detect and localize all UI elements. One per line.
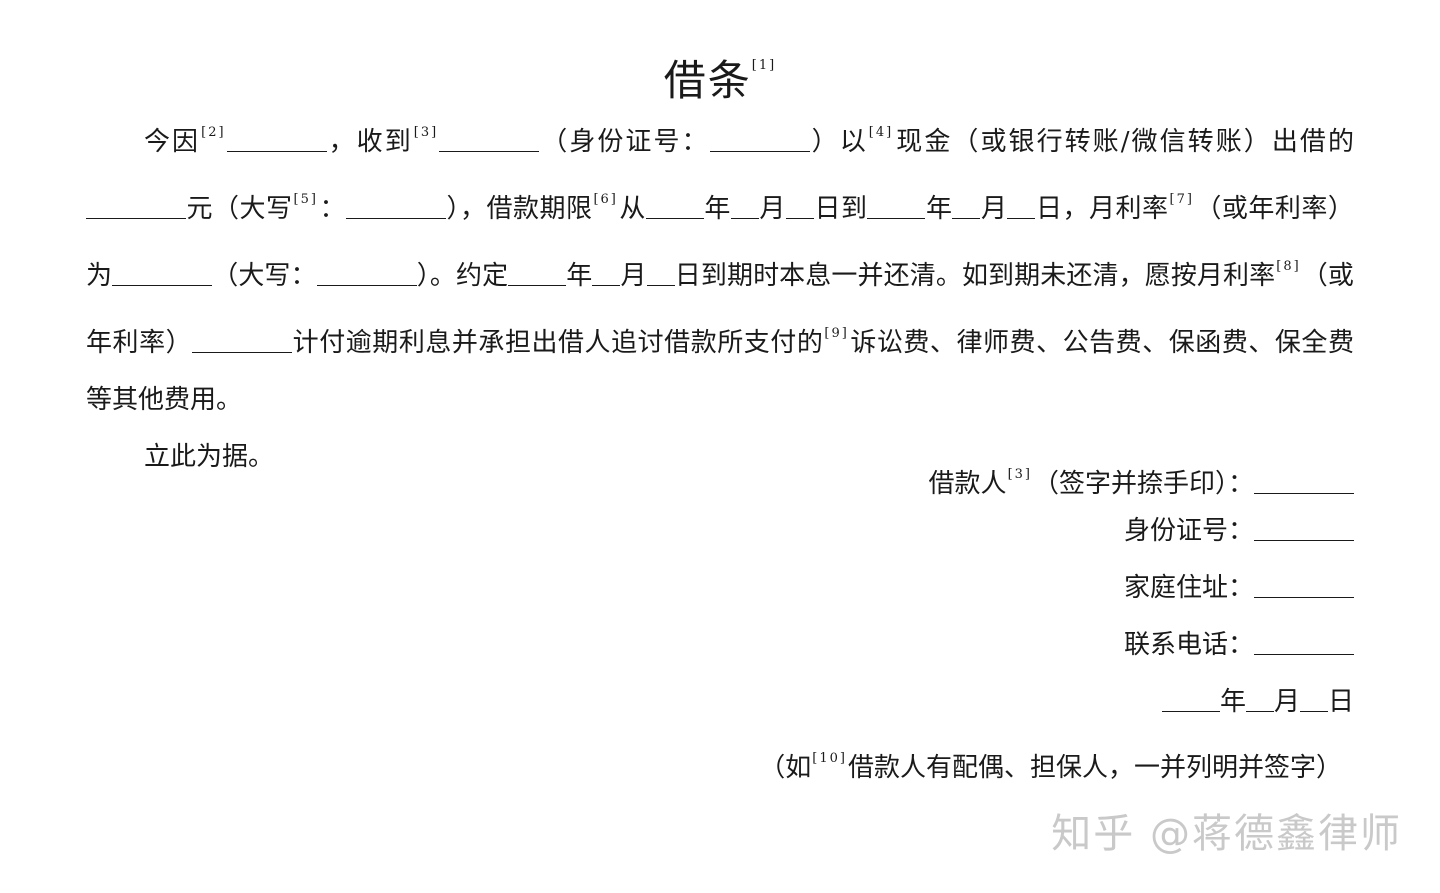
end-day-blank[interactable] (1007, 194, 1036, 219)
text-segment: 诉讼费、律师费、公告费、保函费、保全费等其他费用。 (86, 328, 1354, 415)
text-segment: （身份证号： (539, 127, 710, 157)
footnote-mark: [3] (1007, 467, 1032, 482)
text-segment: ： (318, 194, 346, 224)
amount-blank[interactable] (86, 194, 186, 219)
address-row: 家庭住址： (454, 560, 1354, 617)
text-segment: 今因 (144, 127, 201, 157)
sign-day-blank[interactable] (1299, 687, 1328, 712)
footnote-mark: [9] (824, 326, 849, 341)
interest-rate-uppercase-blank[interactable] (316, 261, 417, 286)
lender-id-blank[interactable] (709, 127, 810, 152)
footnote-mark: [7] (1169, 192, 1194, 207)
id-number-label: 身份证号： (1123, 516, 1254, 546)
text-segment: 从 (618, 194, 646, 224)
address-blank[interactable] (1254, 573, 1354, 598)
start-year-blank[interactable] (645, 194, 704, 219)
footnote-mark: [3] (413, 125, 439, 140)
text-segment: 年 (925, 194, 953, 224)
lender-name-blank[interactable] (439, 127, 540, 152)
text-segment: ）。约定 (416, 261, 509, 291)
text-segment: （大写： (212, 261, 317, 291)
due-day-blank[interactable] (646, 261, 675, 286)
footnote-mark: [5] (293, 192, 318, 207)
phone-label: 联系电话： (1123, 630, 1254, 660)
phone-blank[interactable] (1254, 630, 1354, 655)
text-segment: 年 (703, 194, 731, 224)
amount-uppercase-blank[interactable] (345, 194, 446, 219)
text-segment: （或年利率）为 (86, 194, 1354, 291)
due-year-blank[interactable] (508, 261, 567, 286)
text-segment: 计付逾期利息并承担出借人追讨借款所支付的 (292, 328, 824, 358)
end-year-blank[interactable] (867, 194, 926, 219)
footnote-mark: [2] (201, 125, 226, 140)
footnote-mark: [4] (868, 125, 894, 140)
text-segment: ），借款期限 (445, 194, 593, 224)
note-prefix: （如 (759, 753, 812, 783)
document-title: 借条[1] (0, 38, 1440, 109)
footnote-mark: [10] (812, 751, 847, 766)
text-segment: 月 (620, 261, 647, 291)
footnote-mark: [8] (1276, 259, 1301, 274)
id-number-blank[interactable] (1254, 516, 1354, 541)
sign-year-blank[interactable] (1161, 687, 1220, 712)
due-month-blank[interactable] (592, 261, 621, 286)
main-paragraph: 今因[2] ，收到[3] （身份证号： ）以[4]现金（或银行转账/微信转账）出借的元… (86, 104, 1354, 429)
borrower-label: 借款人 (928, 469, 1007, 499)
title-text: 借条 (663, 56, 752, 105)
text-segment: ）以 (809, 127, 868, 157)
sign-month-blank[interactable] (1245, 687, 1274, 712)
text-segment: 日，月利率 (1035, 194, 1169, 224)
text-segment: 元（大写 (186, 194, 293, 224)
zhihu-watermark: 知乎 @蒋德鑫律师 (1051, 811, 1402, 857)
title-footnote-mark: [1] (751, 58, 777, 73)
document-body: 今因[2]，收到[3]（身份证号：）以[4]现金（或银行转账/微信转账）出借的元… (86, 104, 1354, 486)
spouse-guarantor-note: （如[10]借款人有配偶、担保人，一并列明并签字） (442, 730, 1342, 797)
id-number-row: 身份证号： (454, 503, 1354, 560)
overdue-rate-blank[interactable] (192, 328, 293, 353)
text-segment: 日到 (813, 194, 868, 224)
address-label: 家庭住址： (1123, 573, 1254, 603)
note-text: 借款人有配偶、担保人，一并列明并签字） (847, 753, 1342, 783)
interest-rate-blank[interactable] (112, 261, 213, 286)
text-segment: ，收到 (326, 127, 413, 157)
day-label: 日 (1327, 687, 1354, 717)
text-segment: 月 (980, 194, 1008, 224)
reason-blank[interactable] (226, 127, 327, 152)
year-label: 年 (1219, 687, 1246, 717)
closing-paragraph: 立此为据。 (144, 442, 275, 472)
borrower-suffix: （签字并捺手印）： (1032, 469, 1254, 499)
signature-block: 借款人[3]（签字并捺手印）： 身份证号： 家庭住址： 联系电话： 年月日 (454, 446, 1354, 731)
text-segment: （或年利率） (86, 261, 1354, 358)
text-segment: 月 (758, 194, 786, 224)
footnote-mark: [6] (593, 192, 618, 207)
sign-date-row: 年月日 (454, 674, 1354, 731)
borrower-signature-row: 借款人[3]（签字并捺手印）： (454, 446, 1354, 503)
text-segment: 现金（或银行转账/微信转账）出借的 (894, 127, 1354, 157)
borrower-signature-blank[interactable] (1254, 469, 1354, 494)
end-month-blank[interactable] (952, 194, 981, 219)
phone-row: 联系电话： (454, 617, 1354, 674)
month-label: 月 (1273, 687, 1300, 717)
start-day-blank[interactable] (785, 194, 814, 219)
start-month-blank[interactable] (730, 194, 759, 219)
text-segment: 日到期时本息一并还清。如到期未还清，愿按月利率 (674, 261, 1276, 291)
text-segment: 年 (566, 261, 593, 291)
